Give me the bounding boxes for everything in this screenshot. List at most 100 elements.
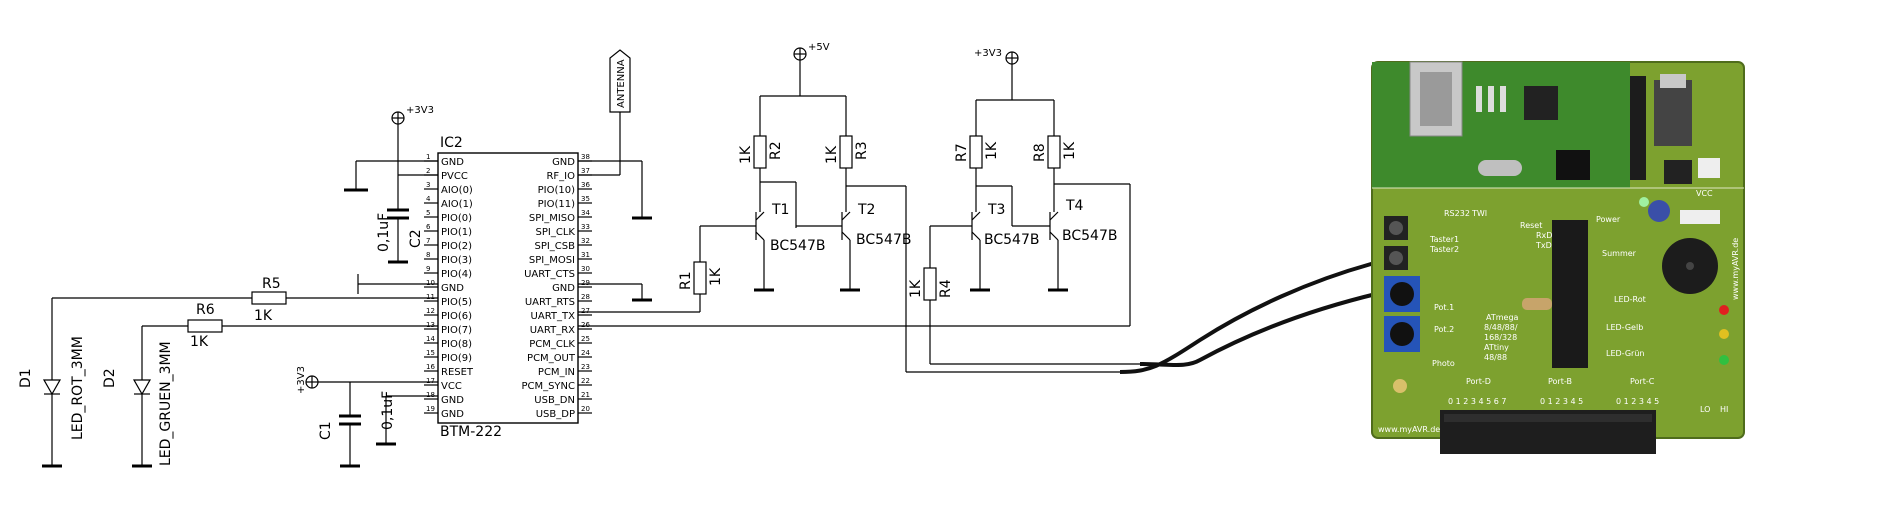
ic-pin-label: UART_CTS xyxy=(524,269,575,280)
myavr-board: VCC RS232 TWI Taster1 Taster2 Reset RxD … xyxy=(1371,61,1745,454)
board-power: Power xyxy=(1596,215,1621,224)
ic-pin-label: RF_IO xyxy=(546,171,575,182)
ic-pin-number: 26 xyxy=(581,321,590,329)
t3-value: BC547B xyxy=(984,232,1039,248)
ic-pin-number: 4 xyxy=(426,195,431,203)
r3-name: R3 xyxy=(854,141,870,160)
board-led-rot: LED-Rot xyxy=(1614,295,1646,304)
board-rs232: RS232 xyxy=(1444,209,1470,218)
r1-name: R1 xyxy=(678,271,694,290)
board-portb: Port-B xyxy=(1548,377,1572,386)
antenna-label: ANTENNA xyxy=(616,59,627,108)
c1-name: C1 xyxy=(318,421,334,440)
p3v3-label-b: +3V3 xyxy=(974,48,1002,59)
ic-pin-number: 18 xyxy=(426,391,435,399)
board-lo: LO xyxy=(1700,405,1710,414)
ic-pin-label: PIO(9) xyxy=(441,353,472,364)
r1-k-r2: 1K xyxy=(738,145,754,164)
ic-pin-label: UART_TX xyxy=(531,311,576,322)
board-portd-pins: 0 1 2 3 4 5 6 7 xyxy=(1448,397,1507,406)
board-url-side: www.myAVR.de xyxy=(1731,238,1740,300)
led-d1-branch: R5 1K D1 LED_ROT_3MM xyxy=(18,276,438,468)
board-mcu5: 48/88 xyxy=(1484,353,1507,362)
ic-pin-number: 33 xyxy=(581,223,590,231)
board-mcu1: ATmega xyxy=(1486,313,1519,322)
ic-pin-number: 20 xyxy=(581,405,590,413)
p5v-label: +5V xyxy=(808,42,830,53)
ic-pin-label: PIO(5) xyxy=(441,297,472,308)
ic-pin-number: 8 xyxy=(426,251,430,259)
ic-pin-label: PCM_SYNC xyxy=(521,381,575,392)
r5-name: R5 xyxy=(262,276,281,292)
ic-pin-number: 24 xyxy=(581,349,590,357)
ic-pin-label: PIO(8) xyxy=(441,339,472,350)
ic-pin-label: PIO(10) xyxy=(538,185,575,196)
board-led-gelb: LED-Gelb xyxy=(1606,323,1643,332)
ic-pin-number: 2 xyxy=(426,167,430,175)
ic-pin-label: GND xyxy=(441,395,464,406)
t1-value: BC547B xyxy=(770,238,825,254)
board-portc-pins: 0 1 2 3 4 5 xyxy=(1616,397,1659,406)
ic-pin-number: 35 xyxy=(581,195,590,203)
ic-pin-number: 32 xyxy=(581,237,590,245)
ic-pin-label: AIO(0) xyxy=(441,185,473,196)
board-led-gruen: LED-Grün xyxy=(1606,349,1644,358)
ic-pin-label: PIO(7) xyxy=(441,325,472,336)
ic-pin-label: SPI_CLK xyxy=(536,227,576,238)
level-shifter-3v3: +3V3 R7 1K R8 1K T3 BC547B 1K R4 xyxy=(578,48,1140,373)
ic-pin-number: 17 xyxy=(426,377,435,385)
ic-pin-number: 15 xyxy=(426,349,435,357)
board-hi: HI xyxy=(1720,405,1728,414)
board-vcc: VCC xyxy=(1696,189,1713,198)
ic-pin-number: 7 xyxy=(426,237,430,245)
r2-name: R2 xyxy=(768,141,784,160)
ic-pin-label: RESET xyxy=(441,367,474,378)
r3-value: 1K xyxy=(824,145,840,164)
ic-pin-number: 11 xyxy=(426,293,435,301)
ic-pin-number: 30 xyxy=(581,265,590,273)
supply-3v3-top: +3V3 C2 0,1uF xyxy=(344,105,438,294)
ic-pin-number: 5 xyxy=(426,209,430,217)
ic-pin-label: AIO(1) xyxy=(441,199,473,210)
ic-pin-number: 10 xyxy=(426,279,435,287)
ic-pin-number: 38 xyxy=(581,153,590,161)
board-twi: TWI xyxy=(1471,209,1487,218)
ic-pin-label: GND xyxy=(552,157,575,168)
board-portd: Port-D xyxy=(1466,377,1491,386)
ic-pin-label: PIO(3) xyxy=(441,255,472,266)
board-rxd: RxD xyxy=(1536,231,1552,240)
ic-pin-number: 27 xyxy=(581,307,590,315)
ic-pin-label: GND xyxy=(441,409,464,420)
ic-pin-label: USB_DP xyxy=(536,409,575,420)
ic-pin-label: GND xyxy=(441,283,464,294)
ic-pin-number: 36 xyxy=(581,181,590,189)
r1-value: 1K xyxy=(708,267,724,286)
led-d2-branch: R6 1K D2 LED_GRUEN_3MM xyxy=(102,302,438,468)
r4-name: R4 xyxy=(938,279,954,298)
d2-name: D2 xyxy=(102,368,118,388)
t3-name: T3 xyxy=(987,202,1005,218)
ic-name: IC2 xyxy=(440,135,463,151)
level-shifter-5v: +5V 1K R2 1K R3 T1 BC547B R1 1K xyxy=(578,42,911,372)
ic-pin-label: PCM_CLK xyxy=(529,339,575,350)
ic-pin-label: USB_DN xyxy=(534,395,575,406)
t1-name: T1 xyxy=(771,202,789,218)
ic-pin-number: 1 xyxy=(426,153,430,161)
r7-name: R7 xyxy=(954,143,970,162)
ic-pin-label: PIO(2) xyxy=(441,241,472,252)
ic-pin-number: 12 xyxy=(426,307,435,315)
d1-name: D1 xyxy=(18,368,34,388)
t4-name: T4 xyxy=(1065,198,1084,214)
r8-value: 1K xyxy=(1062,141,1078,160)
ic-pin-number: 9 xyxy=(426,265,430,273)
board-mcu2: 8/48/88/ xyxy=(1484,323,1518,332)
ic-pin-label: PIO(4) xyxy=(441,269,472,280)
board-portb-pins: 0 1 2 3 4 5 xyxy=(1540,397,1583,406)
r6-name: R6 xyxy=(196,302,215,318)
ic-pin-label: SPI_CSB xyxy=(534,241,575,252)
board-portc: Port-C xyxy=(1630,377,1655,386)
board-url: www.myAVR.de xyxy=(1378,425,1440,434)
ic-pin-number: 29 xyxy=(581,279,590,287)
